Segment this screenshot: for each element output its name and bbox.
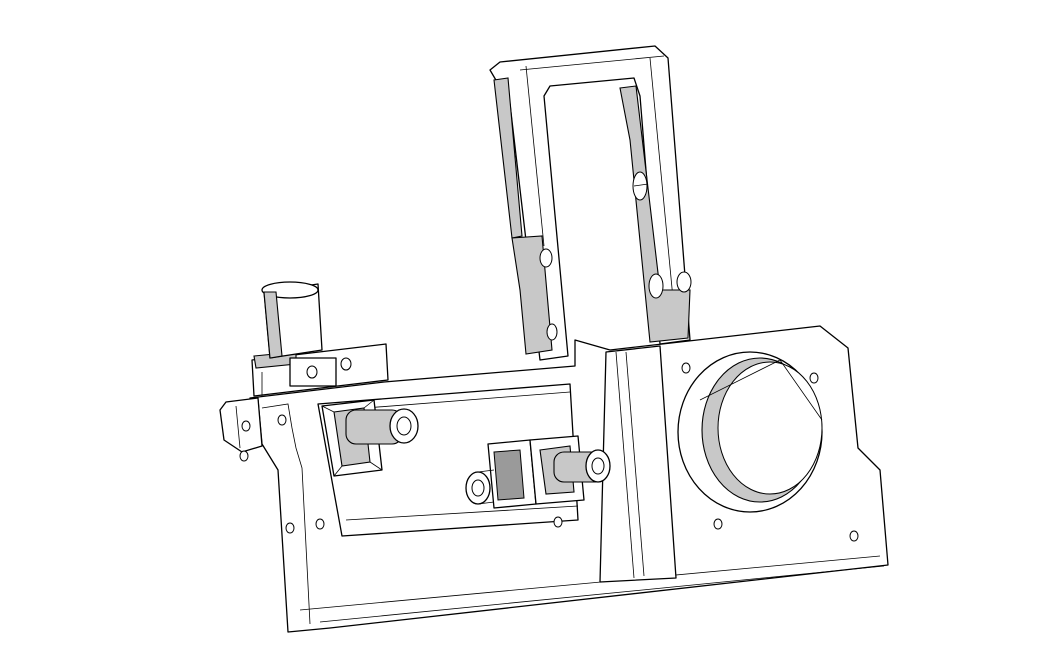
base-hole-2 — [315, 518, 325, 530]
upright-frame — [489, 45, 692, 361]
upright-hole-1 — [539, 248, 553, 268]
circle-mount-hole-2 — [809, 372, 819, 384]
upright-hole-3 — [632, 171, 648, 201]
base-holes — [239, 450, 563, 534]
base-hole-3 — [553, 516, 563, 528]
divider-plate — [599, 345, 677, 583]
upright-hole-5 — [676, 271, 692, 293]
base-hole-1 — [285, 522, 295, 534]
right-peg — [553, 449, 611, 483]
right-rail-shadow — [619, 85, 691, 343]
cylinder-mount — [251, 343, 389, 397]
circular-cutout — [677, 351, 859, 542]
left-tab-hole-2 — [277, 414, 287, 426]
base-hole-4 — [239, 450, 249, 462]
center-peg — [465, 469, 495, 505]
upright-hole-2 — [546, 323, 558, 341]
left-tab — [219, 397, 287, 453]
cylinder-mount-hole-1 — [306, 365, 318, 379]
circle-mount-hole-4 — [849, 530, 859, 542]
left-peg — [345, 408, 419, 445]
left-slot-shadow — [493, 77, 523, 239]
upright-hole-4 — [648, 273, 664, 299]
circle-mount-hole-1 — [681, 362, 691, 374]
left-tab-hole — [241, 420, 251, 432]
cylinder-mount-hole-2 — [340, 357, 352, 371]
cylinder-body — [261, 281, 323, 359]
circle-mount-hole-3 — [713, 518, 723, 530]
